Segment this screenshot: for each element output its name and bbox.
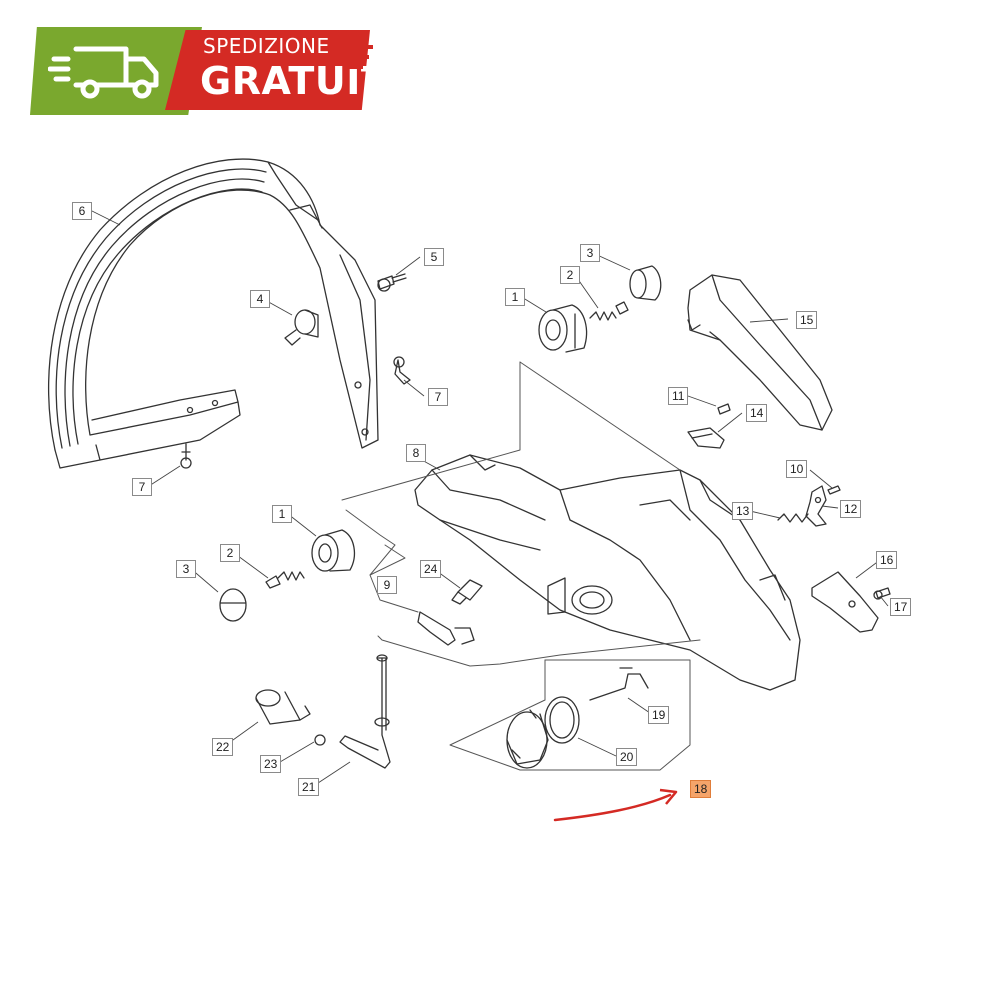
wire-part-19 [589, 667, 649, 701]
callout-2-lower: 2 [220, 544, 240, 562]
pin-part-11 [717, 403, 731, 415]
callout-14: 14 [746, 404, 768, 422]
speed-lines-icon [345, 45, 373, 69]
callout-22: 22 [212, 738, 234, 756]
buffer-part-1b [311, 529, 356, 572]
callout-16: 16 [876, 551, 898, 569]
screw-part-7a [393, 356, 411, 385]
screw-part-5 [377, 273, 407, 292]
oring-part-23 [314, 734, 326, 746]
screw-part-7b [180, 443, 192, 469]
front-handle-part [48, 158, 379, 469]
spring-part-2b [265, 571, 305, 589]
cap-part-18 [506, 709, 549, 769]
cap-part-3b [219, 588, 247, 622]
screw-part-17 [873, 587, 891, 600]
housing-part-8 [414, 454, 801, 691]
bracket-part-16 [811, 571, 879, 633]
callout-9: 9 [377, 576, 397, 594]
truck-icon [48, 46, 159, 99]
bushing-part-4 [284, 309, 319, 346]
callout-10: 10 [786, 460, 808, 478]
callout-12: 12 [840, 500, 862, 518]
callout-3-lower: 3 [176, 560, 196, 578]
callout-1-lower: 1 [272, 505, 292, 523]
lever-part-12 [805, 485, 827, 527]
cap-part-3a [629, 265, 662, 301]
callout-23: 23 [260, 755, 282, 773]
fitting-part-24 [451, 579, 483, 605]
ring-part-20 [544, 696, 580, 744]
callout-7-lower: 7 [132, 478, 152, 496]
badge-red-panel [165, 30, 370, 110]
callout-19: 19 [648, 706, 670, 724]
callout-2-upper: 2 [560, 266, 580, 284]
callout-24: 24 [420, 560, 442, 578]
callout-5: 5 [424, 248, 444, 266]
filter-part-22 [255, 689, 311, 725]
tube-part-21 [339, 654, 391, 769]
callout-15: 15 [796, 311, 818, 329]
callout-4: 4 [250, 290, 270, 308]
spring-part-2a [589, 301, 629, 321]
spring-part-13 [777, 513, 809, 523]
callout-13: 13 [732, 502, 754, 520]
callout-17: 17 [890, 598, 912, 616]
buffer-part-1a [538, 304, 588, 353]
callout-8: 8 [406, 444, 426, 462]
callout-6: 6 [72, 202, 92, 220]
callout-18-highlighted[interactable]: 18 [690, 780, 712, 798]
callout-11: 11 [668, 387, 689, 405]
cover-part-15 [687, 274, 833, 431]
clip-part-14 [687, 427, 725, 449]
hose-part-9 [417, 611, 475, 646]
callout-3-upper: 3 [580, 244, 600, 262]
badge-line-1: SPEDIZIONE [203, 34, 330, 58]
pin-part-10 [827, 485, 841, 495]
callout-20: 20 [616, 748, 638, 766]
callout-21: 21 [298, 778, 320, 796]
red-arrow-icon [553, 788, 678, 822]
callout-7-upper: 7 [428, 388, 448, 406]
callout-1-upper: 1 [505, 288, 525, 306]
